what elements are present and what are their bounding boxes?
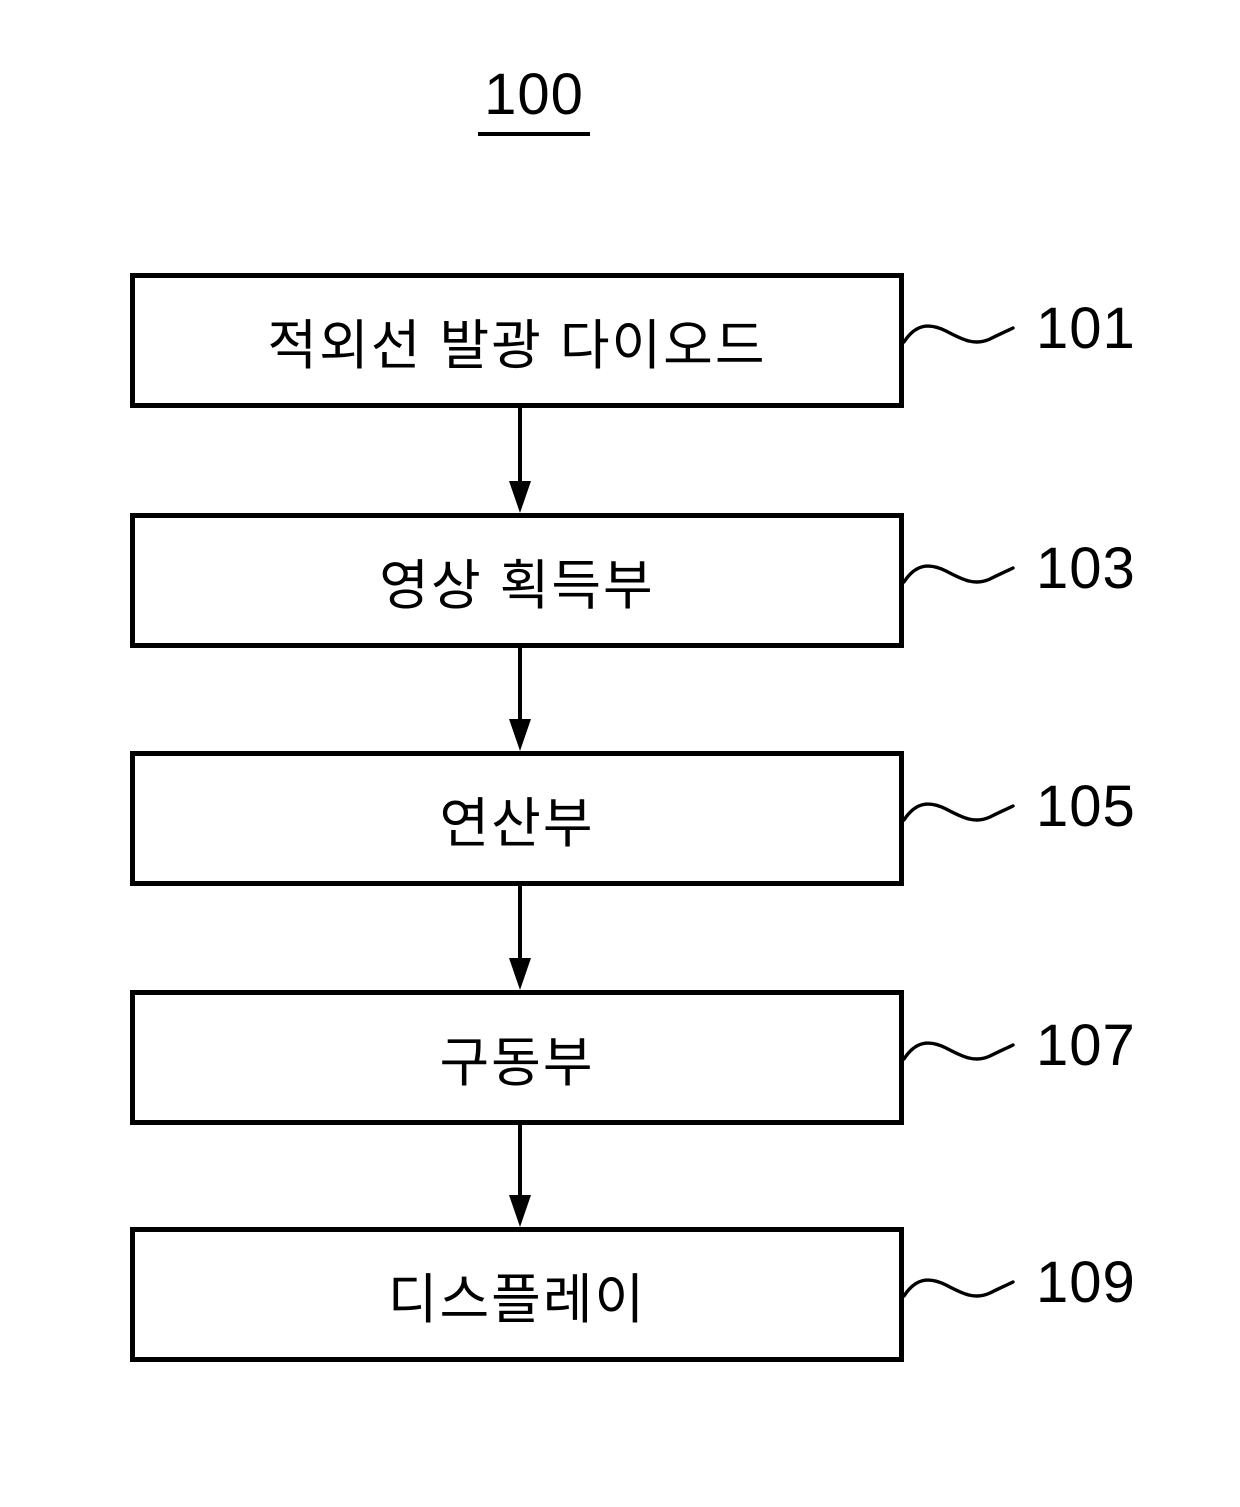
reference-squiggle-icon [903,324,1015,344]
block-computation-unit: 연산부 [130,751,904,886]
block-infrared-led: 적외선 발광 다이오드 [130,273,904,408]
block-label: 적외선 발광 다이오드 [267,316,767,376]
reference-squiggle-icon [903,564,1015,584]
reference-squiggle-icon [903,1041,1015,1061]
reference-numeral: 101 [1036,296,1136,361]
arrow-head-icon [509,958,531,990]
block-image-acquisition-unit: 영상 획득부 [130,513,904,648]
block-label: 디스플레이 [387,1270,647,1330]
reference-numeral: 107 [1036,1013,1136,1078]
reference-numeral: 103 [1036,536,1136,601]
block-driving-unit: 구동부 [130,990,904,1125]
figure-number: 100 [478,66,590,136]
flow-arrow-down-icon [509,886,531,990]
flow-arrow-down-icon [509,1125,531,1227]
block-label: 연산부 [439,794,595,854]
arrow-head-icon [509,1195,531,1227]
flow-arrow-down-icon [509,407,531,513]
arrow-shaft [518,648,522,723]
reference-squiggle-icon [903,802,1015,822]
arrow-shaft [518,1125,522,1199]
reference-squiggle-icon [903,1278,1015,1298]
reference-numeral: 109 [1036,1250,1136,1315]
arrow-shaft [518,407,522,485]
reference-numeral: 105 [1036,774,1136,839]
arrow-head-icon [509,719,531,751]
flow-arrow-down-icon [509,648,531,751]
arrow-shaft [518,886,522,962]
block-display: 디스플레이 [130,1227,904,1362]
block-label: 구동부 [439,1033,595,1093]
block-label: 영상 획득부 [379,556,655,616]
arrow-head-icon [509,481,531,513]
